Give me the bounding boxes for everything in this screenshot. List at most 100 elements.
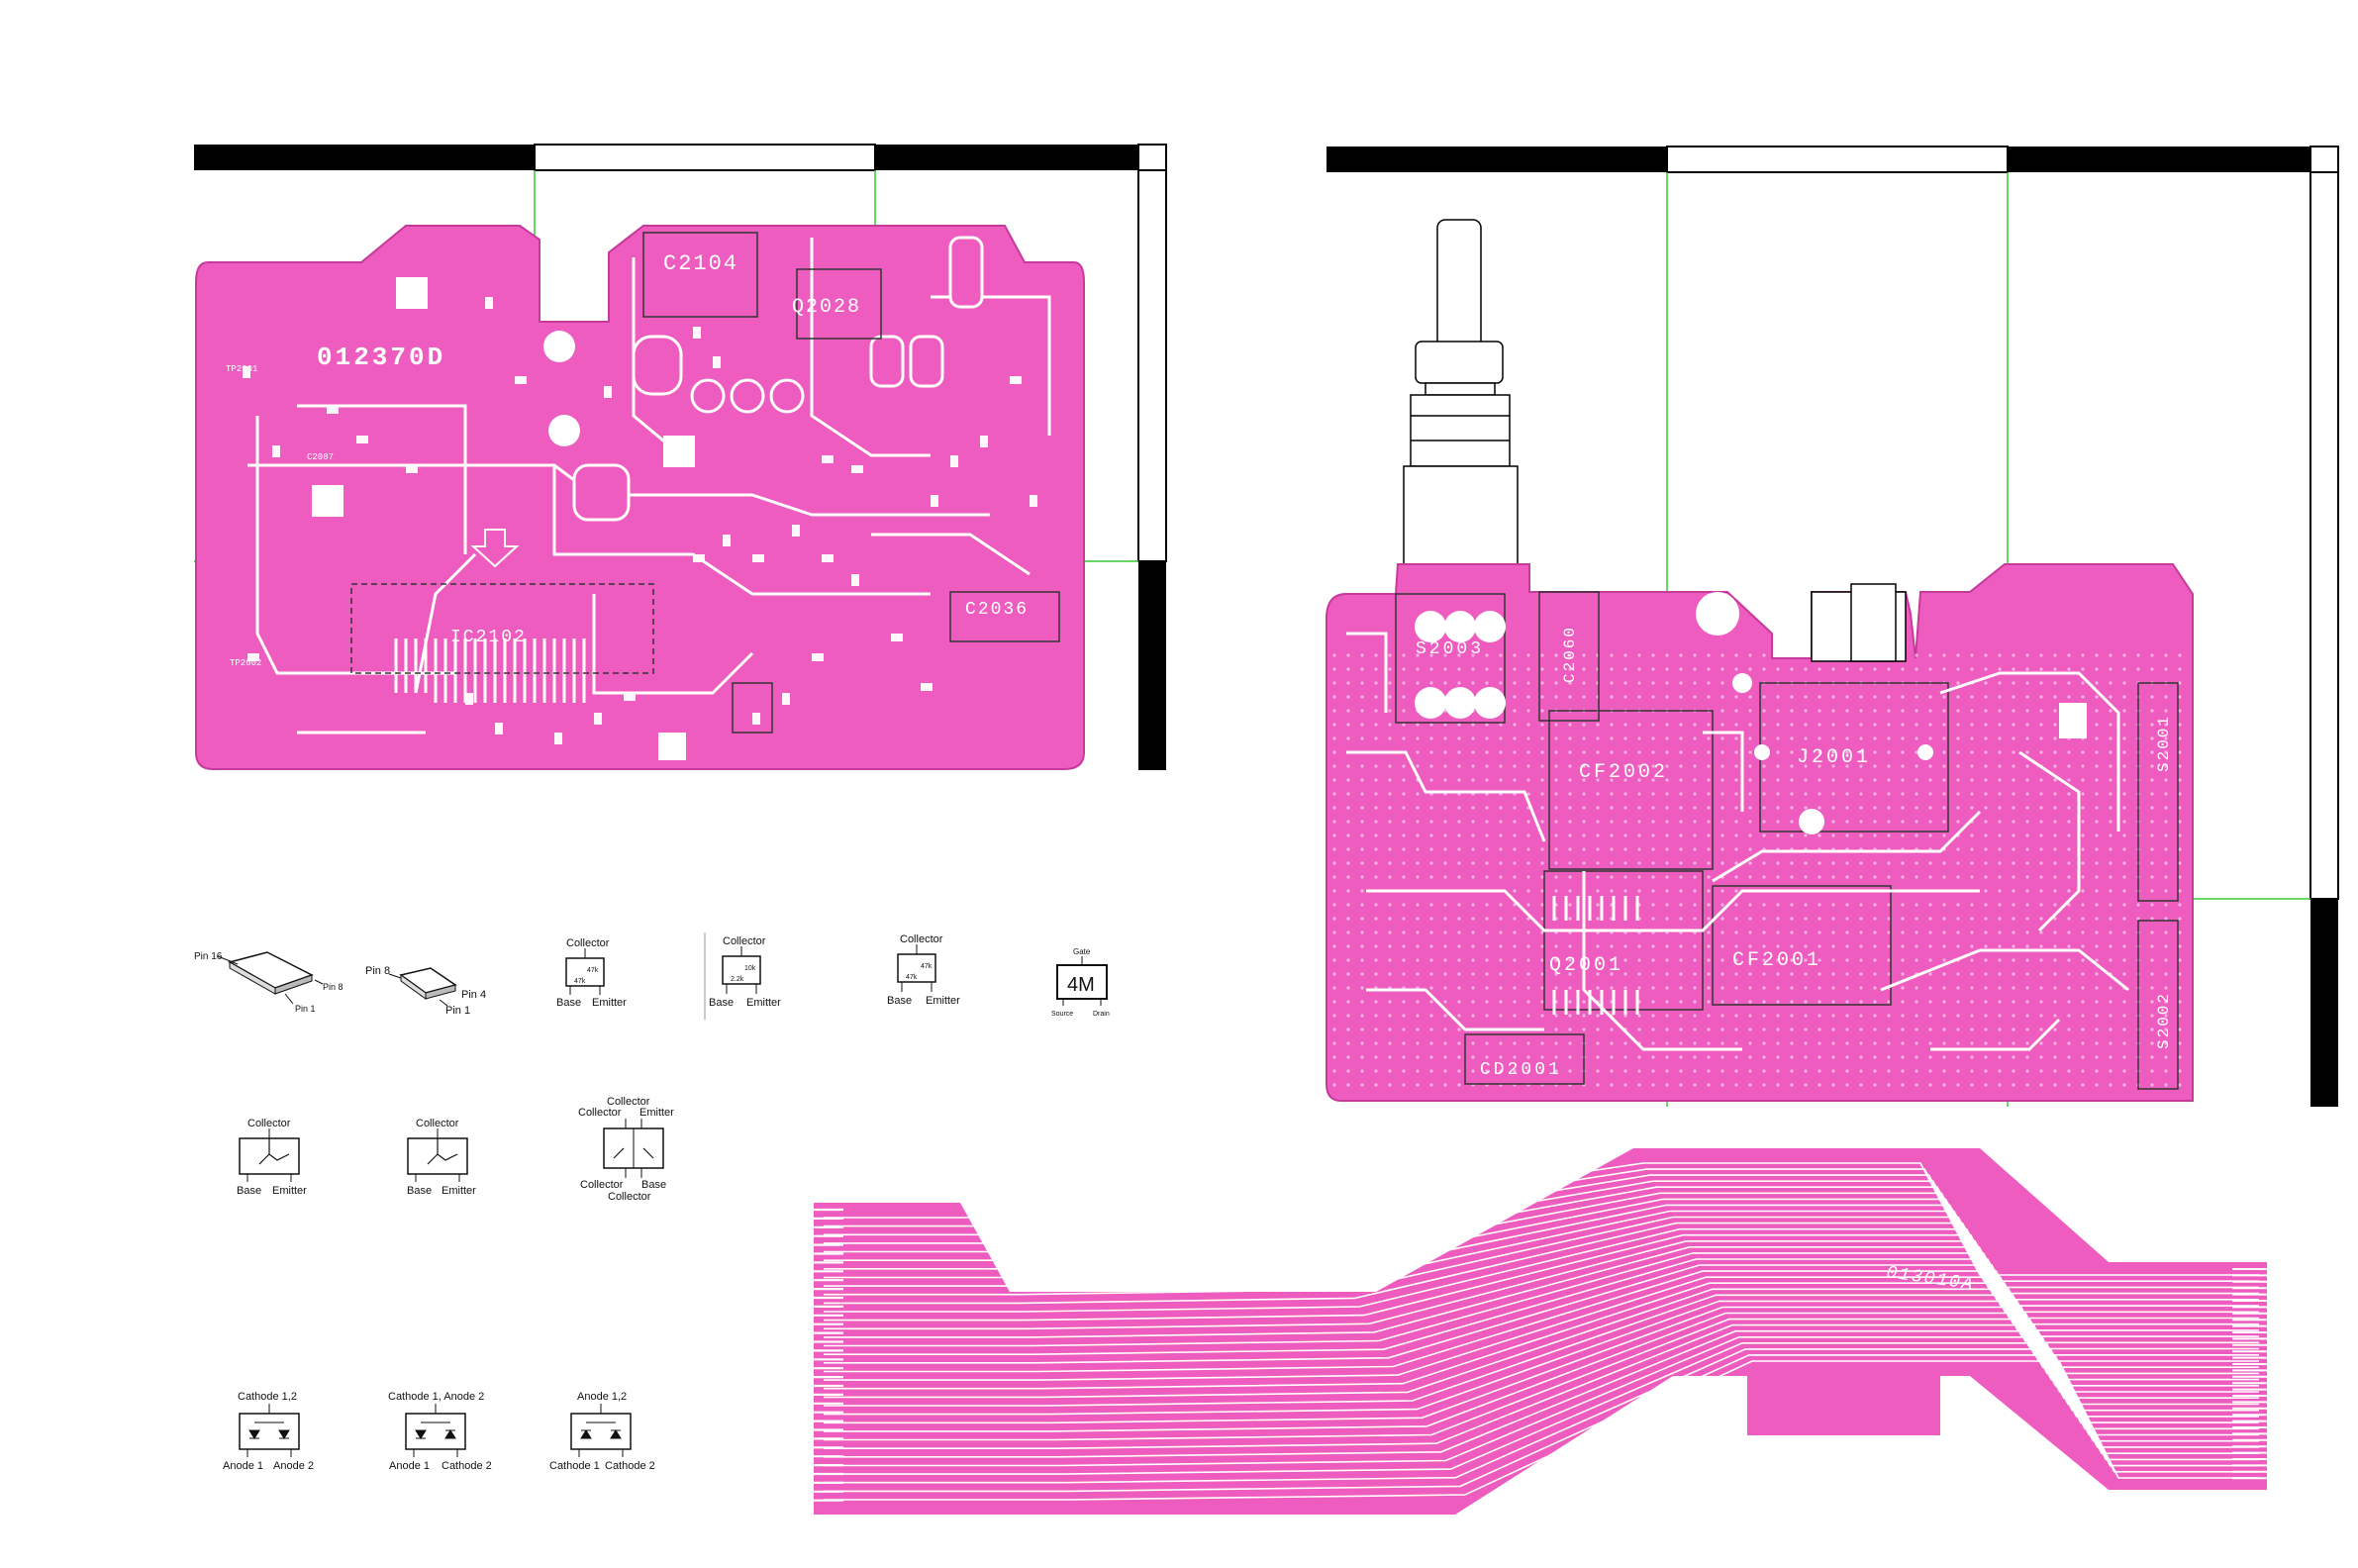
dual-top: Collector <box>607 1096 650 1108</box>
dt2-base: Base <box>709 997 734 1009</box>
transistor-2: Collector Base Emitter <box>407 1118 476 1197</box>
diode2-left: Anode 1 <box>389 1460 430 1472</box>
flex-conductor <box>824 1282 2259 1399</box>
flex-conductor <box>824 1258 2259 1375</box>
dual-upper-right: Emitter <box>639 1107 674 1119</box>
flex-conductor <box>824 1168 2259 1282</box>
flex-conductor <box>824 1312 2259 1432</box>
ic16-pin8: Pin 8 <box>323 982 344 992</box>
flex-conductor <box>824 1300 2259 1418</box>
ic8-package: Pin 8 Pin 4 Pin 1 <box>365 965 486 1017</box>
diode1-right: Anode 2 <box>273 1460 314 1472</box>
flex-conductor <box>824 1294 2259 1412</box>
t1-emitter: Emitter <box>272 1185 307 1197</box>
diode3-left: Cathode 1 <box>549 1460 600 1472</box>
diode-pair-2: Cathode 1, Anode 2 Anode 1 Cathode 2 <box>388 1391 492 1472</box>
dt3-r1: 47k <box>921 963 933 970</box>
flex-conductor <box>824 1323 2259 1449</box>
label-c2087: C2087 <box>307 452 334 462</box>
fet-package: Gate 4M Source Drain <box>1051 947 1110 1018</box>
transistor-1: Collector Base Emitter <box>237 1118 307 1197</box>
board-left: 012370D C2104 Q2028 C2036 IC2102 TP2001 … <box>195 225 1085 770</box>
dt2-emitter: Emitter <box>746 997 781 1009</box>
diode1-left: Anode 1 <box>223 1460 263 1472</box>
dual-lower-left: Collector <box>580 1179 624 1191</box>
label-q2028: Q2028 <box>792 296 861 319</box>
flex-conductor <box>824 1180 2259 1295</box>
dt1-emitter: Emitter <box>592 997 627 1009</box>
label-s2003: S2003 <box>1416 639 1484 659</box>
flex-conductor <box>824 1336 2259 1467</box>
dual-upper-left: Collector <box>578 1107 622 1119</box>
dt1-base: Base <box>556 997 581 1009</box>
label-tp2001: TP2001 <box>226 364 257 374</box>
t2-emitter: Emitter <box>442 1185 476 1197</box>
dual-lower-right: Base <box>641 1179 666 1191</box>
ic8-pin8: Pin 8 <box>365 965 390 977</box>
flex-conductor <box>824 1288 2259 1406</box>
label-s2002: S2002 <box>2155 992 2173 1049</box>
label-tp2002: TP2002 <box>230 658 261 668</box>
flex-conductor <box>824 1354 2259 1493</box>
diode1-top: Cathode 1,2 <box>238 1391 297 1403</box>
t2-base: Base <box>407 1185 432 1197</box>
dual-transistor: Collector Collector Emitter Collector Ba… <box>578 1096 674 1203</box>
legend: Pin 16 Pin 8 Pin 1 Pin 8 Pin 4 Pin 1 Col… <box>194 932 1110 1472</box>
flex-conductor <box>824 1174 2259 1289</box>
rf-connector <box>1403 219 1519 566</box>
ic16-package: Pin 16 Pin 8 Pin 1 <box>194 951 344 1014</box>
digital-transistor-3: Collector 47k 47k Base Emitter <box>887 933 960 1007</box>
dt2-r2: 2.2k <box>731 976 744 983</box>
fet-source: Source <box>1051 1011 1073 1018</box>
label-ic2102: IC2102 <box>450 628 527 647</box>
dt2-collector: Collector <box>723 935 766 947</box>
fet-code: 4M <box>1067 974 1095 996</box>
ic16-pin16: Pin 16 <box>194 951 223 962</box>
label-cd2001: CD2001 <box>1480 1060 1562 1080</box>
label-c2104: C2104 <box>663 251 738 276</box>
dt1-collector: Collector <box>566 937 610 949</box>
board-right: S2003 C2060 CF2002 J2001 Q2001 CF2001 CD… <box>1326 219 2194 1102</box>
dt3-base: Base <box>887 995 912 1007</box>
fet-drain: Drain <box>1093 1011 1110 1018</box>
flex-conductor <box>824 1348 2259 1484</box>
dt3-collector: Collector <box>900 933 943 945</box>
fet-gate: Gate <box>1073 947 1091 956</box>
dt3-emitter: Emitter <box>926 995 960 1007</box>
flex-conductor <box>824 1198 2259 1314</box>
label-j2001: J2001 <box>1797 746 1871 769</box>
dt1-r1: 47k <box>587 967 599 974</box>
flex-conductor <box>824 1252 2259 1368</box>
board-left-part-number: 012370D <box>317 343 445 372</box>
label-s2001: S2001 <box>2155 715 2173 772</box>
flex-conductor <box>824 1360 2259 1501</box>
flex-conductor <box>824 1276 2259 1393</box>
flex-conductor <box>824 1264 2259 1381</box>
flex-conductor <box>824 1306 2259 1424</box>
flex-conductor <box>824 1192 2259 1307</box>
digital-transistor-2: Collector 10k 2.2k Base Emitter <box>709 935 781 1009</box>
t2-collector: Collector <box>416 1118 459 1129</box>
flex-conductor <box>824 1270 2259 1387</box>
label-cf2002: CF2002 <box>1579 761 1668 784</box>
dt2-r1: 10k <box>744 965 756 972</box>
ruler-right <box>1326 146 2339 1107</box>
diode2-top: Cathode 1, Anode 2 <box>388 1391 484 1403</box>
dt3-r2: 47k <box>906 974 918 981</box>
flex-conductor <box>824 1162 2259 1276</box>
ic8-pin1: Pin 1 <box>445 1005 470 1017</box>
ruler-left <box>194 144 1167 770</box>
t1-base: Base <box>237 1185 261 1197</box>
label-cf2001: CF2001 <box>1732 949 1821 972</box>
diode3-right: Cathode 2 <box>605 1460 655 1472</box>
dual-bottom: Collector <box>608 1191 651 1203</box>
diode2-right: Cathode 2 <box>442 1460 492 1472</box>
ic8-pin4: Pin 4 <box>461 989 486 1001</box>
digital-transistor-1: Collector 47k 47k Base Emitter <box>556 937 627 1009</box>
diode-pair-1: Cathode 1,2 Anode 1 Anode 2 <box>223 1391 314 1472</box>
flex-cable: 013010A <box>814 1148 2267 1515</box>
flex-conductor <box>824 1210 2259 1325</box>
flex-conductor <box>824 1342 2259 1475</box>
label-q2001: Q2001 <box>1549 954 1623 977</box>
